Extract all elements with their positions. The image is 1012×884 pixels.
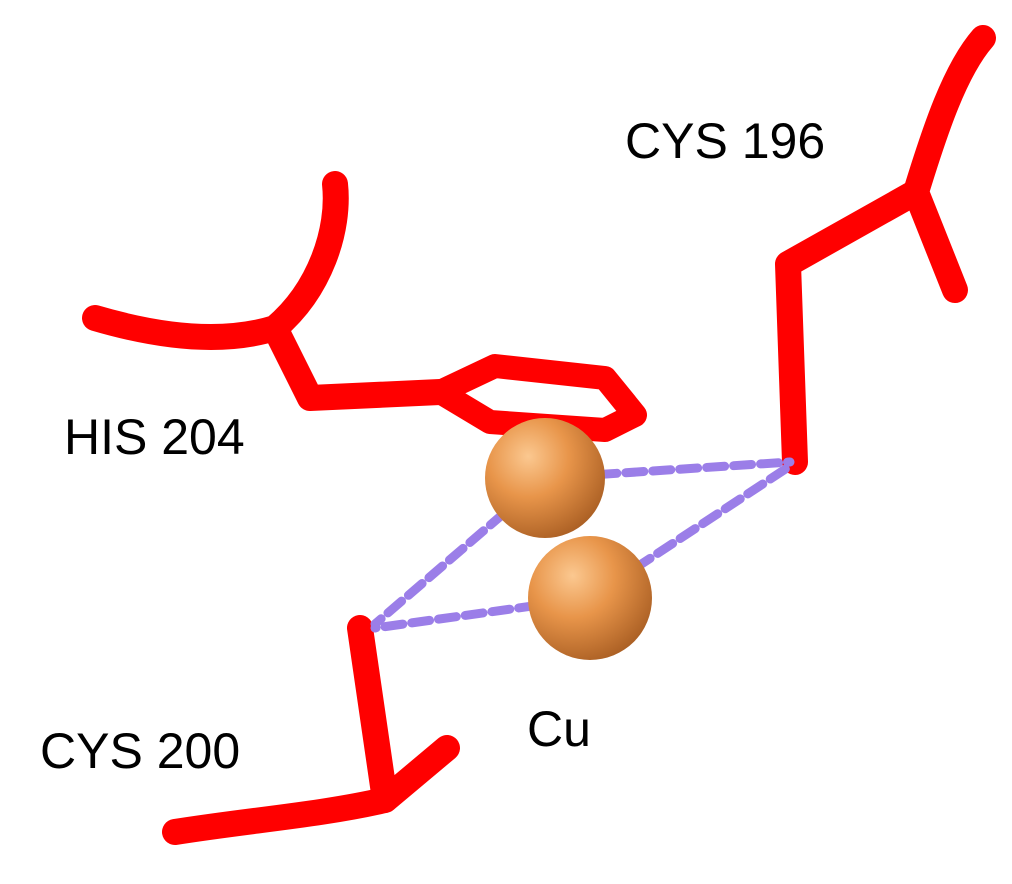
cys196-backbone bbox=[903, 25, 996, 303]
copper-label: Cu bbox=[527, 701, 591, 757]
copper-atom bbox=[528, 536, 652, 660]
cys200-label: CYS 200 bbox=[40, 723, 240, 779]
cys200-sidechain bbox=[347, 615, 398, 813]
copper-atoms bbox=[485, 418, 652, 660]
his204-imidazole-ring bbox=[428, 354, 647, 442]
his204-label: HIS 204 bbox=[64, 409, 245, 465]
his204-backbone bbox=[82, 171, 349, 350]
cys196-sidechain bbox=[775, 179, 929, 475]
cys196-residue bbox=[775, 25, 996, 475]
copper-atom bbox=[485, 418, 605, 538]
cys200-residue bbox=[162, 615, 460, 845]
his204-residue bbox=[82, 171, 647, 442]
his204-sidechain bbox=[262, 315, 453, 411]
cys196-label: CYS 196 bbox=[625, 113, 825, 169]
cys200-backbone bbox=[162, 735, 460, 845]
